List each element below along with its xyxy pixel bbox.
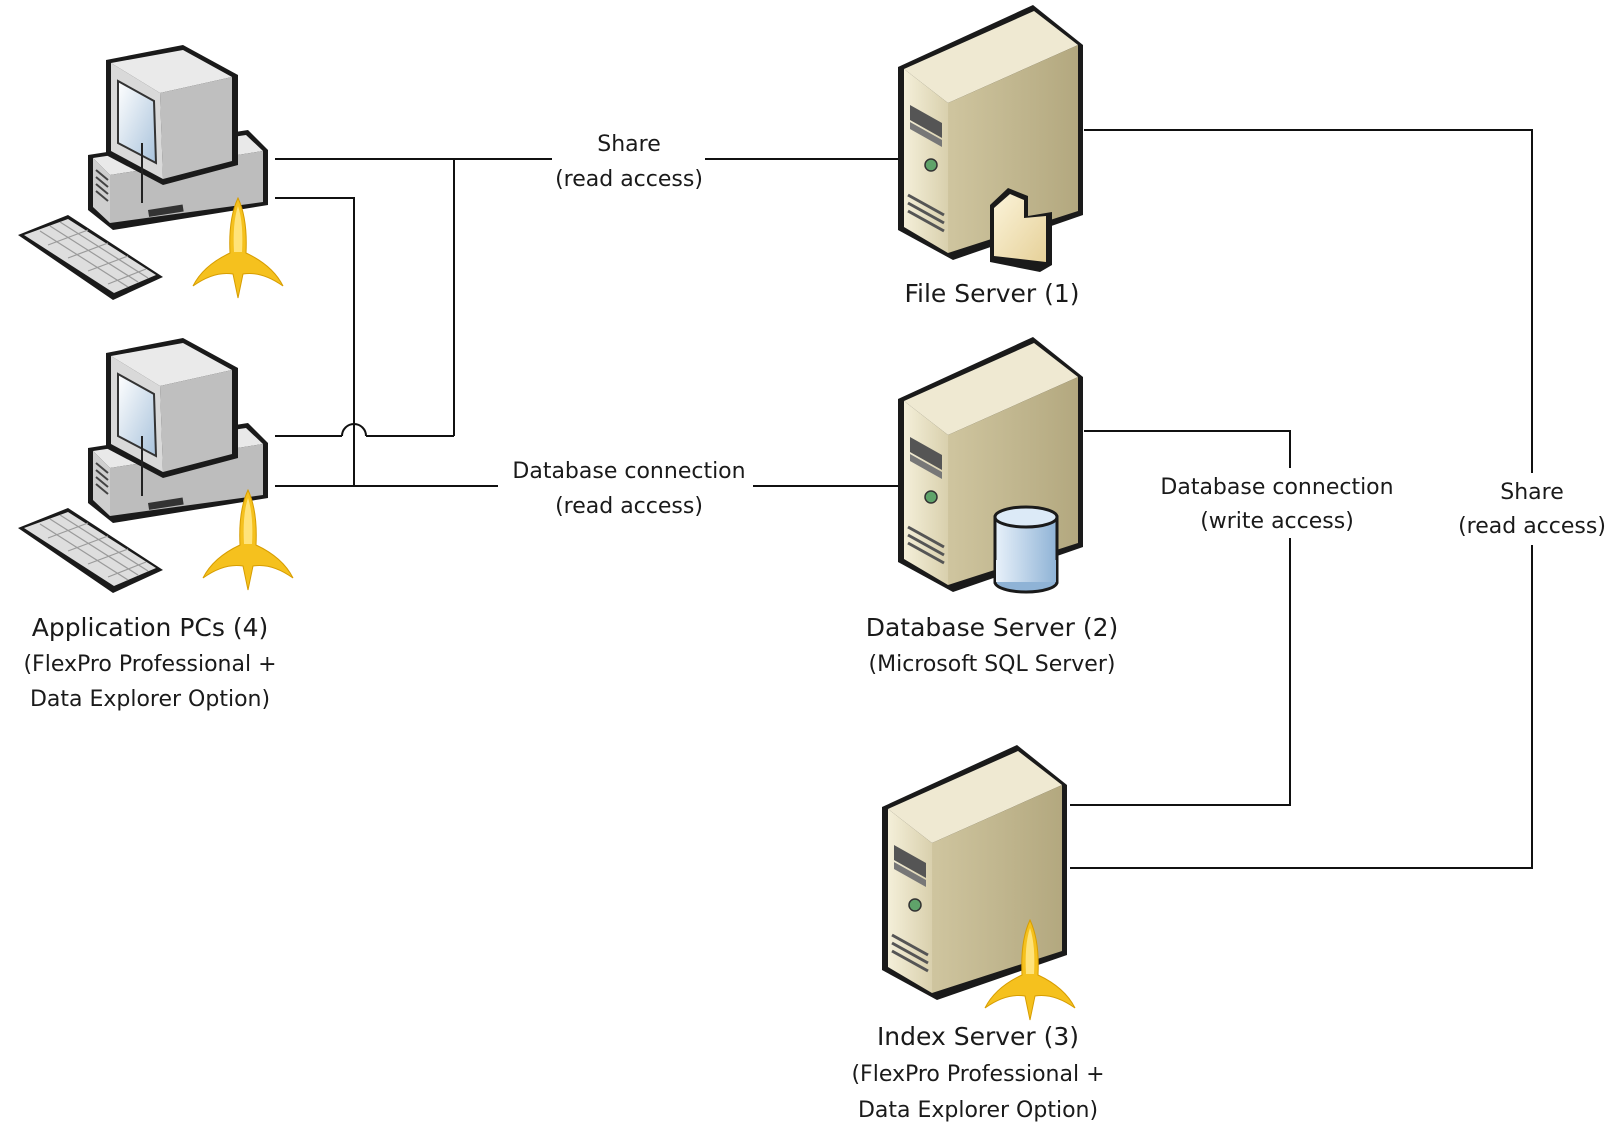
- folder-icon: [990, 188, 1052, 272]
- database-server: [896, 335, 1085, 594]
- database-cylinder-icon: [993, 505, 1059, 594]
- pc1-db-line: [275, 197, 355, 486]
- pc-file-conn-label-1: Share: [597, 132, 661, 157]
- index-server-title: Index Server (3): [877, 1022, 1079, 1051]
- pc-db-conn-label-1: Database connection: [512, 459, 745, 484]
- pc-file-conn-label-2: (read access): [555, 167, 703, 192]
- index-server-subtitle-2: Data Explorer Option): [858, 1098, 1098, 1123]
- index-file-conn-label-1: Share: [1500, 480, 1564, 505]
- application-pc-1: [17, 44, 284, 301]
- app-pcs-subtitle-1: (FlexPro Professional +: [23, 652, 276, 677]
- db-server-write-line-top: [1084, 430, 1291, 468]
- index-db-conn-label-2: (write access): [1200, 509, 1354, 534]
- index-file-conn-label-2: (read access): [1458, 514, 1606, 539]
- index-db-conn-label-1: Database connection: [1160, 475, 1393, 500]
- node-labels: Application PCs (4) (FlexPro Professiona…: [23, 279, 1118, 1123]
- app-pcs-title: Application PCs (4): [32, 613, 269, 642]
- connection-lines: [275, 129, 1533, 869]
- index-server: [880, 743, 1076, 1021]
- connection-labels: Share (read access) Database connection …: [512, 132, 1606, 539]
- app-pcs-subtitle-2: Data Explorer Option): [30, 687, 270, 712]
- pc-db-conn-label-2: (read access): [555, 494, 703, 519]
- file-server-title: File Server (1): [904, 279, 1079, 308]
- file-server: [896, 3, 1085, 272]
- db-server-subtitle: (Microsoft SQL Server): [869, 652, 1116, 677]
- file-server-share-line-top: [1084, 129, 1533, 473]
- file-server-share-line-bottom: [1070, 545, 1533, 869]
- index-server-subtitle-1: (FlexPro Professional +: [851, 1062, 1104, 1087]
- index-server-icon: [880, 743, 1069, 1002]
- db-server-title: Database Server (2): [866, 613, 1119, 642]
- db-server-write-line-bottom: [1070, 538, 1291, 806]
- application-pc-2: [17, 337, 294, 594]
